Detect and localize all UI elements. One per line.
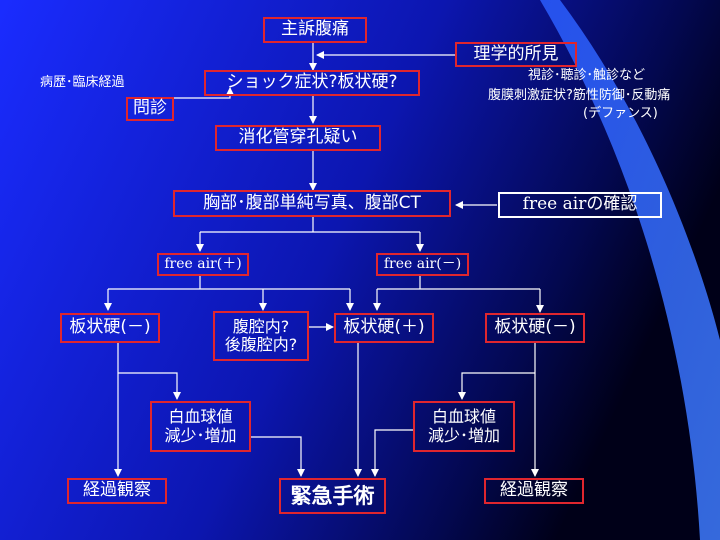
- physical-findings-node: 理学的所見: [455, 42, 577, 67]
- rigidity-negative-right-node: 板状硬(－): [485, 313, 585, 343]
- peritoneal-question-node: 腹腔内? 後腹腔内?: [213, 311, 309, 361]
- emergency-surgery-node: 緊急手術: [279, 478, 386, 514]
- peritoneal-signs-note: 腹膜刺激症状?筋性防御･反動痛: [488, 88, 671, 103]
- free-air-confirm-label: free airの確認: [522, 194, 638, 215]
- observation-left-node: 経過観察: [67, 478, 167, 504]
- exam-methods-note: 視診･聴診･触診など: [528, 68, 646, 83]
- wbc-right-node: 白血球値 減少･増加: [413, 401, 515, 452]
- free-air-negative-label: free air(－): [383, 256, 462, 273]
- free-air-positive-node: free air(＋): [157, 253, 249, 276]
- history-note: 病歴･臨床経過: [40, 75, 125, 90]
- interview-node: 問診: [126, 97, 174, 121]
- wbc-left-node: 白血球値 減少･増加: [150, 401, 251, 452]
- decorative-swoosh: [540, 0, 720, 540]
- free-air-negative-node: free air(－): [376, 253, 469, 276]
- xray-ct-node: 胸部･腹部単純写真、腹部CT: [173, 190, 451, 217]
- chief-complaint-node: 主訴腹痛: [263, 17, 367, 43]
- shock-rigidity-node: ショック症状?板状硬?: [204, 70, 420, 96]
- observation-right-node: 経過観察: [484, 478, 584, 504]
- rigidity-negative-left-node: 板状硬(－): [60, 313, 160, 343]
- free-air-confirm-node: free airの確認: [498, 192, 662, 218]
- rigidity-positive-node: 板状硬(＋): [334, 313, 434, 343]
- free-air-positive-label: free air(＋): [164, 256, 242, 273]
- defense-note: (デファンス): [583, 106, 658, 121]
- perforation-suspected-node: 消化管穿孔疑い: [215, 125, 381, 151]
